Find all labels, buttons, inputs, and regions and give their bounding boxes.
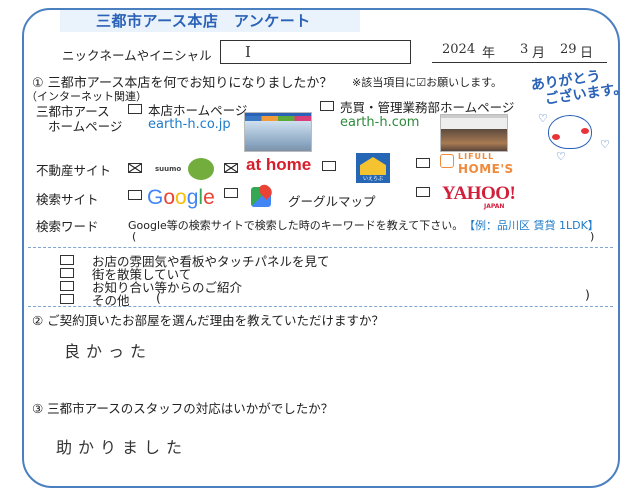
divider [28,247,613,248]
baibai-homepage-label: 売買・管理業務部ホームページ [340,100,515,115]
keyword-paren-close: ) [590,230,595,243]
checkbox-google[interactable] [128,190,142,200]
q2-answer[interactable]: 良かった [64,342,153,361]
baibai-screenshot-thumbnail [440,114,508,152]
ieraebu-logo-icon: いえらぶ [356,153,390,183]
checkbox-yahoo[interactable] [416,187,430,197]
honten-screenshot-thumbnail [244,112,312,152]
nickname-label: ニックネームやイニシャル [62,48,212,63]
checkbox-store-atmosphere[interactable] [60,255,74,265]
lifull-logo-line2: HOME'S [458,162,514,176]
date-underline [432,62,607,64]
keyword-instruction: Google等の検索サイトで検索した時のキーワードを教えて下さい。 [128,219,464,232]
option-referral: お知り合い等からのご紹介 [92,280,243,295]
keyword-example: 【例：品川区 賃貸 1LDK】 [464,219,599,232]
googlemaps-label: グーグルマップ [288,194,376,209]
yahoo-japan-text: JAPAN [484,203,505,210]
checkbox-suumo[interactable] [128,163,142,173]
homepage-label-1: 三都市アース [36,104,110,119]
checkbox-honten-homepage[interactable] [128,104,142,114]
cat-face-icon [548,115,592,149]
honten-homepage-label: 本店ホームページ [148,103,248,118]
checkbox-other[interactable] [60,294,74,304]
google-logo: Google [147,186,215,209]
homepage-label-2: ホームページ [48,119,123,134]
lifull-logo-line1: LIFULL [458,152,495,161]
suumo-logo-text: suumo [155,165,182,173]
q3-question: ③ 三都市アースのスタッフの対応はいかがでしたか？ [32,401,334,416]
baibai-url[interactable]: earth-h.com [340,115,420,130]
checkbox-ieraebu[interactable] [322,161,336,171]
google-maps-icon [251,182,275,207]
q2-question: ② ご契約頂いたお部屋を選んだ理由を教えていただけますか？ [32,313,385,328]
date-day-unit: 日 [580,46,594,61]
checkbox-athome[interactable] [224,163,238,173]
checkbox-referral[interactable] [60,281,74,291]
nickname-field[interactable]: I [220,40,411,64]
ieraebu-logo-text: いえらぶ [362,176,383,182]
divider [28,306,613,307]
q1-question: ① 三都市アース本店を何でお知りになりましたか？ [32,76,333,91]
suumo-mascot-icon [188,158,214,180]
option-walking: 街を散策していて [92,267,192,282]
keyword-label: 検索ワード [36,219,99,234]
search-site-label: 検索サイト [36,192,99,207]
heart-icon: ♡ [600,138,610,151]
checkbox-baibai-homepage[interactable] [320,101,334,111]
heart-icon: ♡ [556,150,566,163]
lifull-house-icon [440,154,454,168]
realestate-label: 不動産サイト [36,163,112,178]
date-year: 2024 [442,42,476,57]
title-band [60,10,360,32]
date-month: 3 [520,42,529,57]
checkbox-walking[interactable] [60,268,74,278]
other-paren-open: ( [156,290,161,305]
honten-url[interactable]: earth-h.co.jp [148,117,231,132]
heart-icon: ♡ [538,112,548,125]
option-store-atmosphere: お店の雰囲気や看板やタッチパネルを見て [92,254,330,269]
checkbox-lifull[interactable] [416,158,430,168]
option-other: その他 [92,293,130,308]
q3-answer[interactable]: 助かりました [56,438,189,457]
other-paren-close: ) [585,287,590,302]
nickname-value: I [245,43,251,61]
keyword-paren-open: ( [132,230,137,243]
date-year-unit: 年 [482,46,496,61]
internet-label: （インターネット関連） [26,90,147,103]
date-day: 29 [560,42,577,57]
q1-note: ※該当項目に☑お願いします。 [352,76,502,89]
survey-frame [22,8,620,488]
checkbox-googlemaps[interactable] [224,188,238,198]
survey-title: 三都市アース本店 アンケート [96,12,311,30]
athome-logo: at home [246,155,312,174]
yahoo-logo: YAHOO! [442,183,516,204]
date-month-unit: 月 [532,46,546,61]
